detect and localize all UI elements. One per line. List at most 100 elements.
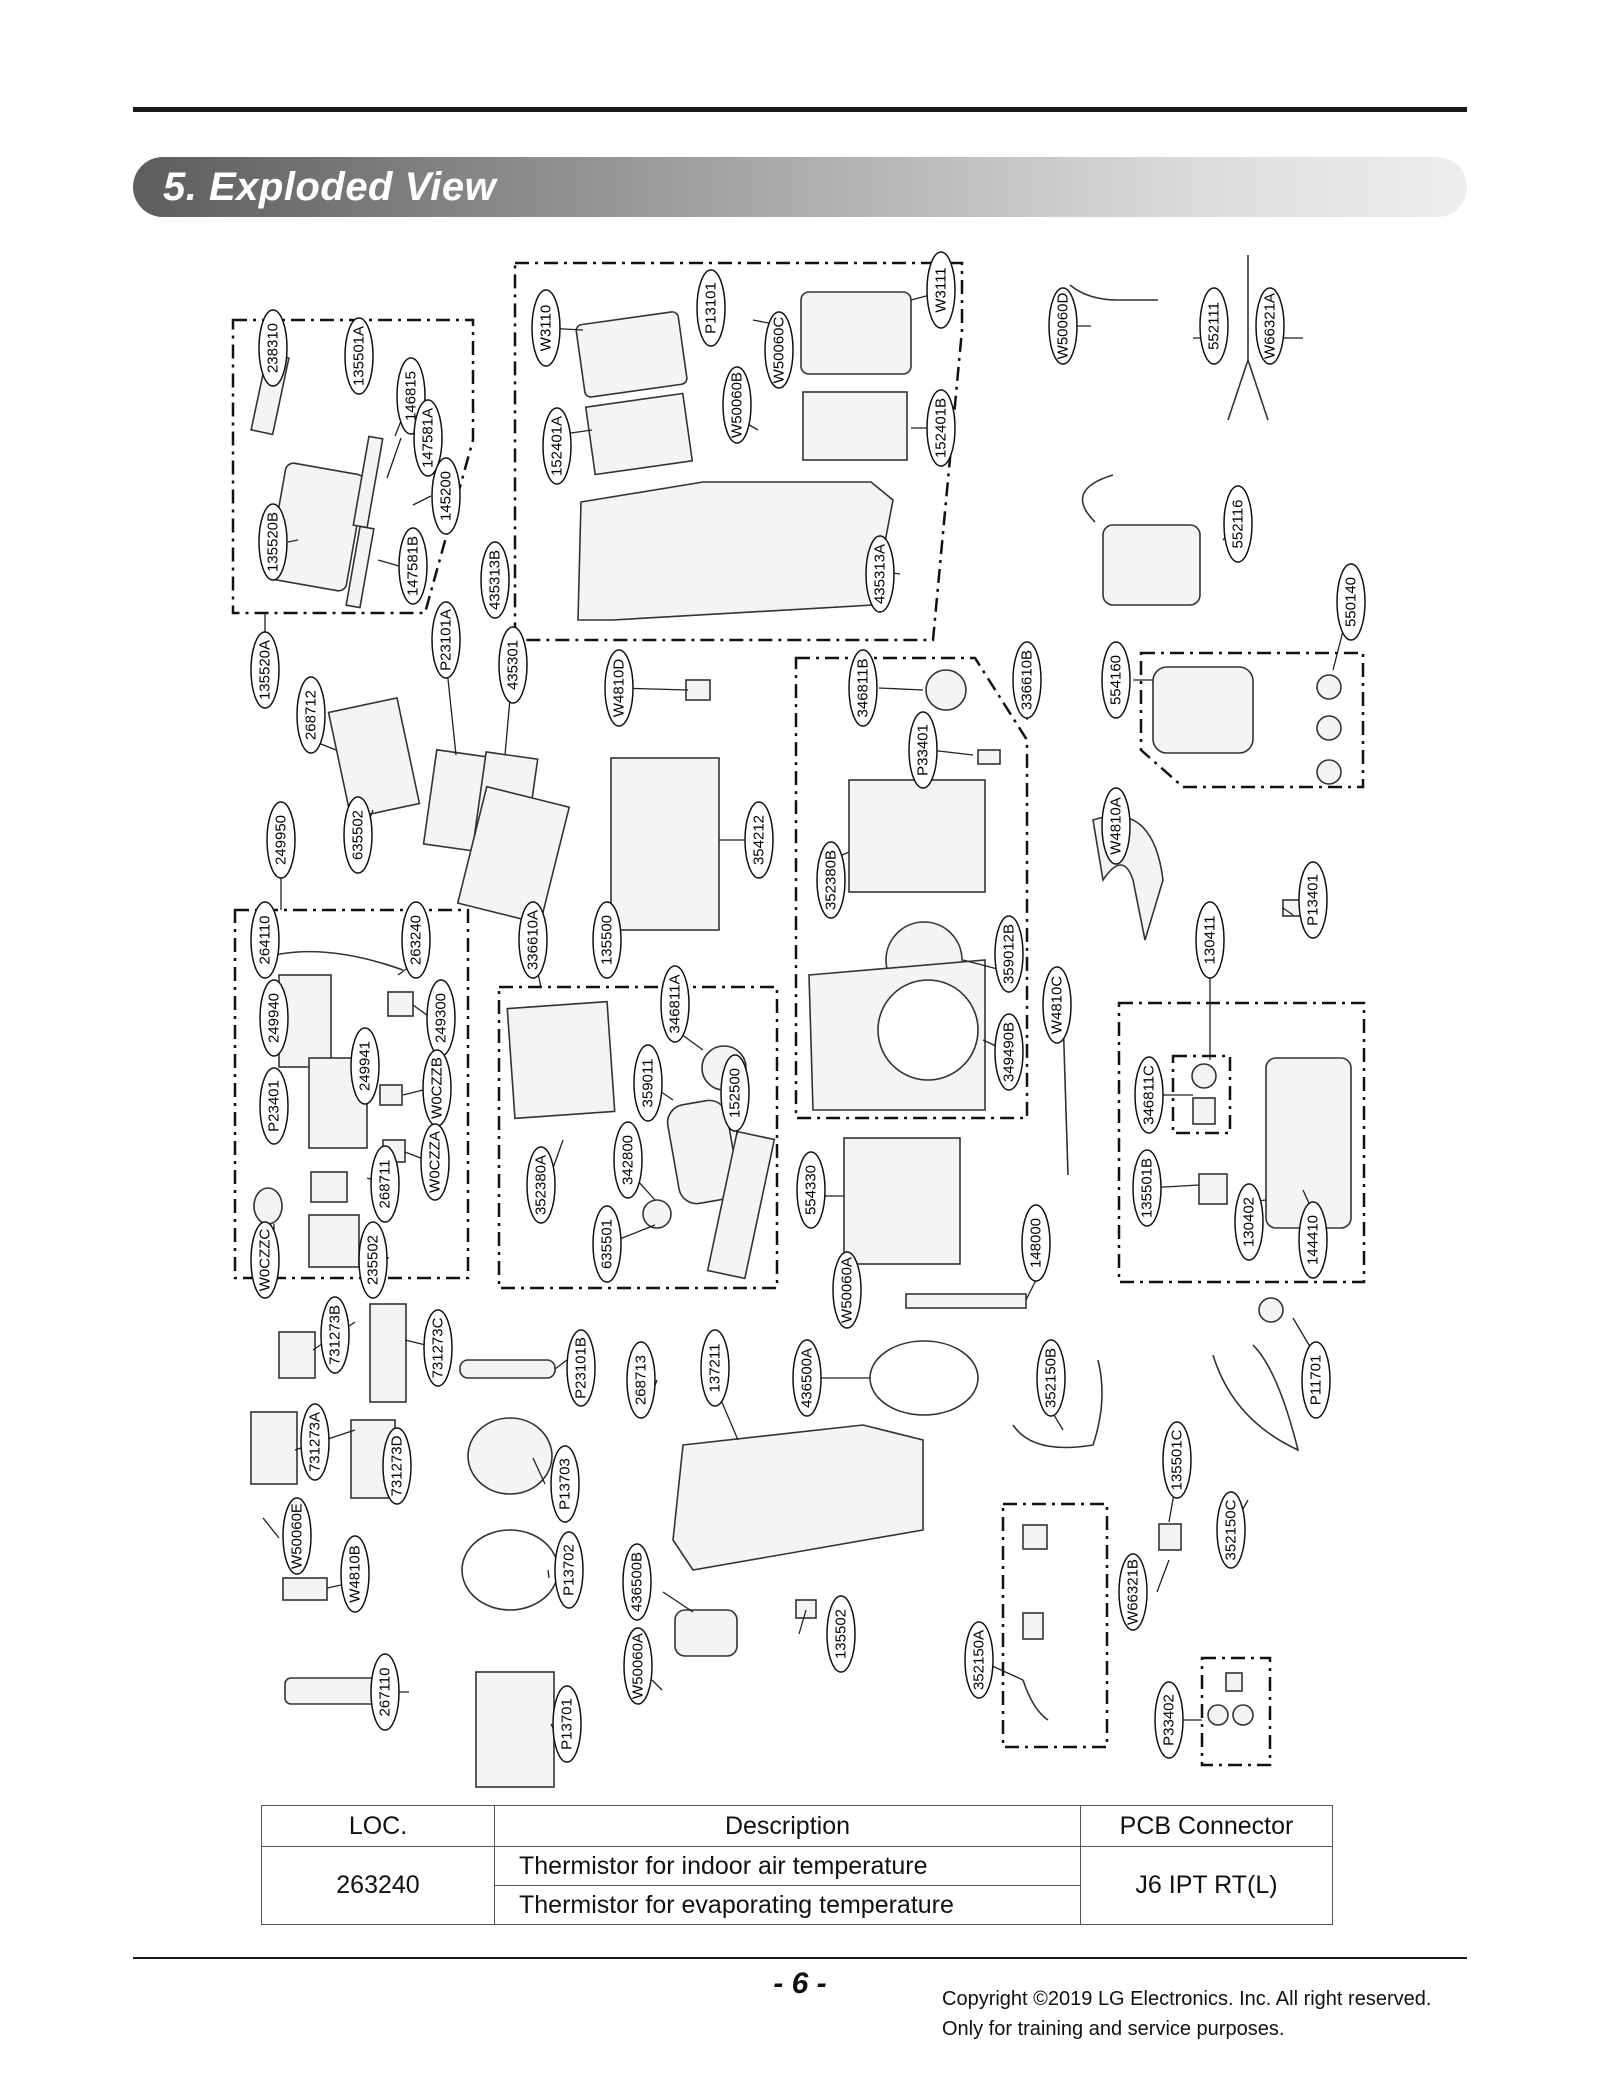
part-callout: 336610A [518,901,548,979]
part-callout: 238310 [258,309,288,387]
part-number: 349490B [1001,1022,1018,1082]
pcb-connector-table: LOC. Description PCB Connector 263240 Th… [261,1805,1333,1925]
part-shape [1062,1014,1069,1176]
part-number: 135501A [351,326,368,386]
part-number: W3111 [933,267,950,312]
part-shape [802,391,908,461]
part-number: W0CZZB [429,1057,446,1119]
part-callout: 346811C [1134,1056,1164,1134]
leader-line [1282,907,1294,916]
part-shape [843,1137,961,1265]
callout-oval [1336,563,1366,641]
part-callout: P13401 [1298,861,1328,939]
part-shape [575,311,688,398]
part-number: 268713 [633,1355,650,1405]
callout-oval [826,1595,856,1673]
part-number: 152401B [933,398,950,458]
part-shape [1158,1523,1182,1551]
part-callout: 435301 [498,626,528,704]
part-callout: 135520B [258,503,288,581]
part-shape [666,1099,740,1205]
part-shape [253,1187,283,1225]
bottom-rule [133,1957,1467,1959]
part-number: 152401A [549,416,566,476]
part-shape [674,1609,738,1657]
part-callout: 352380B [816,841,846,919]
top-rule [133,107,1467,112]
leader-line [680,1033,704,1051]
part-shape [250,1411,298,1485]
callout-oval [1223,485,1253,563]
part-number: 146815 [403,371,420,421]
part-number: W50060D [1055,292,1072,359]
part-shape [1258,1297,1284,1323]
leader-line [532,1457,546,1485]
part-shape [1069,284,1158,301]
callout-oval [1199,287,1229,365]
callout-oval [250,1221,280,1299]
part-callout: P13702 [554,1531,584,1609]
part-number: 552111 [1206,302,1223,350]
part-number: W50060E [289,1503,306,1569]
part-callout: W4810D [604,649,634,727]
group-boundary-fitting [1200,1656,1272,1767]
part-callout: 731273C [423,1309,453,1387]
callout-oval [518,901,548,979]
callout-oval [431,457,461,535]
callout-oval [613,1121,643,1199]
part-shape [1152,666,1254,754]
part-shape [1198,1173,1228,1205]
part-shape [685,679,711,701]
callout-oval [420,1123,450,1201]
callout-oval [566,1329,596,1407]
callout-oval [554,1531,584,1609]
part-callout: 249300 [426,979,456,1057]
part-shape [1102,524,1201,606]
callout-oval [259,979,289,1057]
callout-oval [1301,1341,1331,1419]
callout-oval [431,601,461,679]
table-row: 263240 Thermistor for indoor air tempera… [261,1846,1333,1925]
table-header-row: LOC. Description PCB Connector [261,1805,1333,1847]
part-number: 731273D [389,1435,406,1496]
callout-oval [1012,641,1042,719]
callout-oval [604,649,634,727]
part-shape [379,1084,403,1106]
part-callout: 263240 [401,901,431,979]
part-callout: 135500 [592,901,622,979]
callout-oval [792,1339,822,1417]
section-header-bar: 5. Exploded View [133,157,1467,217]
part-number: 436500A [799,1348,816,1408]
part-number: 268712 [303,690,320,740]
part-number: 267110 [377,1668,394,1717]
part-number: P11701 [1308,1355,1325,1406]
part-shape [459,1359,556,1379]
part-callout: 554160 [1101,641,1131,719]
part-callout: W3110 [531,289,561,367]
callout-oval [1021,1204,1051,1282]
callout-oval [266,801,296,879]
group-boundary-compressor [1139,651,1365,789]
leader-line [798,1609,807,1635]
part-shape [456,785,571,925]
part-callout: 130402 [1234,1183,1264,1261]
part-callout: W50060C [764,311,794,389]
part-callout: W4810B [340,1535,370,1613]
part-callout: 436500A [792,1339,822,1417]
part-number: W50060A [630,1633,647,1699]
callout-oval [832,1251,862,1329]
part-callout: 135501C [1162,1421,1192,1499]
part-callout: W0CZZB [422,1049,452,1127]
callout-oval [1216,1491,1246,1569]
callout-oval [542,407,572,485]
part-callout: W50060E [282,1497,312,1575]
callout-oval [1154,1681,1184,1759]
callout-oval [1101,641,1131,719]
part-number: 435301 [505,640,522,690]
part-number: 238310 [265,323,282,373]
part-number: W0CZZC [257,1229,274,1292]
callout-oval [480,541,510,619]
part-callout: W50060B [722,366,752,444]
part-number: W50060B [729,372,746,438]
part-callout: 147581B [398,527,428,605]
